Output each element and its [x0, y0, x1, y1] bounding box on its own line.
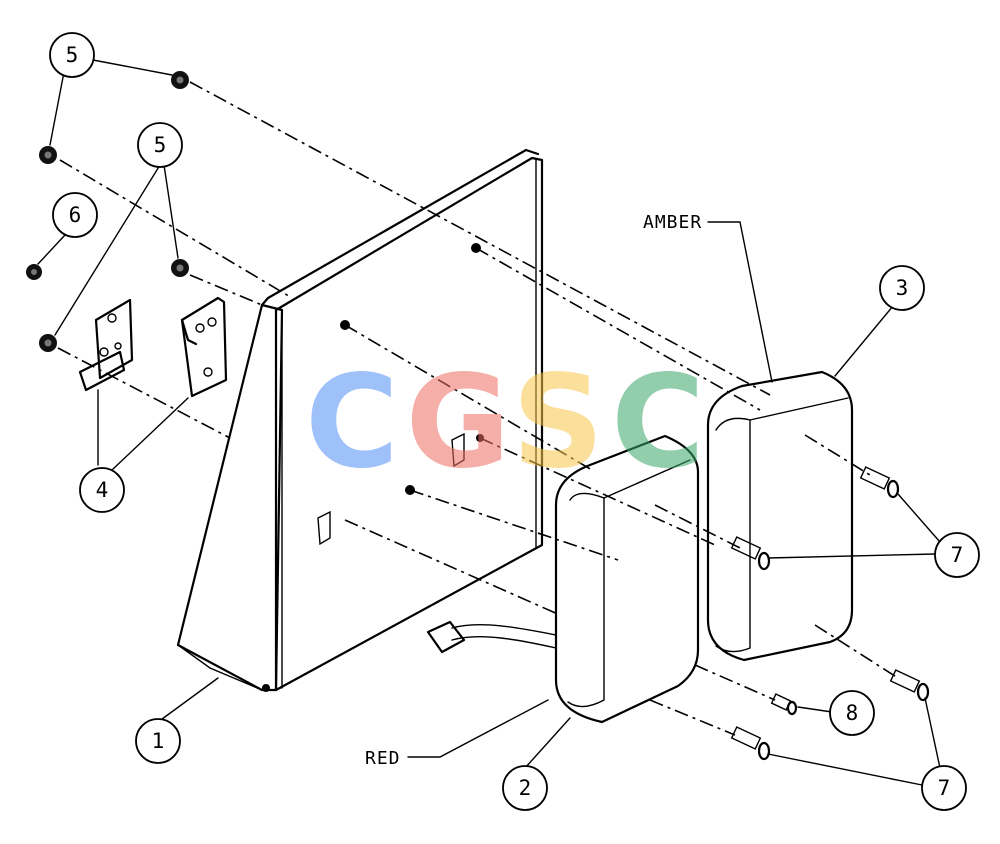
callout-3-number: 3: [896, 276, 909, 300]
watermark-letter-3: S: [512, 348, 604, 497]
amber-label: AMBER: [643, 212, 702, 233]
callout-3: 3: [879, 265, 925, 311]
callout-1: 1: [135, 718, 181, 764]
red-lamp-housing: [426, 434, 700, 724]
callout-5-middle-number: 5: [154, 133, 167, 157]
screws: [730, 466, 930, 761]
callout-5-middle: 5: [137, 122, 183, 168]
clip-right: [180, 296, 228, 398]
callout-2: 2: [502, 765, 548, 811]
callout-7-bottom-number: 7: [938, 776, 951, 800]
red-label: RED: [365, 748, 401, 769]
callout-1-number: 1: [152, 729, 165, 753]
nuts: [26, 71, 189, 352]
callout-4-number: 4: [96, 478, 109, 502]
callout-6-number: 6: [69, 203, 82, 227]
callout-7-right-number: 7: [951, 543, 964, 567]
cgsc-watermark: C G S C: [305, 348, 705, 497]
watermark-letter-1: C: [305, 348, 399, 497]
callout-5-top-number: 5: [66, 43, 79, 67]
assembly-lines: [57, 81, 899, 736]
callout-2-number: 2: [519, 776, 532, 800]
watermark-letter-4: C: [611, 348, 705, 497]
watermark-letter-2: G: [405, 348, 510, 497]
callout-7-right: 7: [934, 532, 980, 578]
callout-6: 6: [52, 192, 98, 238]
callout-8-number: 8: [846, 701, 859, 725]
mounting-plate: [176, 148, 544, 692]
callout-8: 8: [829, 690, 875, 736]
amber-lamp-housing: [706, 370, 854, 662]
clip-left: [78, 298, 134, 392]
callout-5-top: 5: [49, 32, 95, 78]
leader-lines: [37, 59, 941, 786]
callout-7-bottom: 7: [921, 765, 967, 811]
callout-4: 4: [79, 467, 125, 513]
